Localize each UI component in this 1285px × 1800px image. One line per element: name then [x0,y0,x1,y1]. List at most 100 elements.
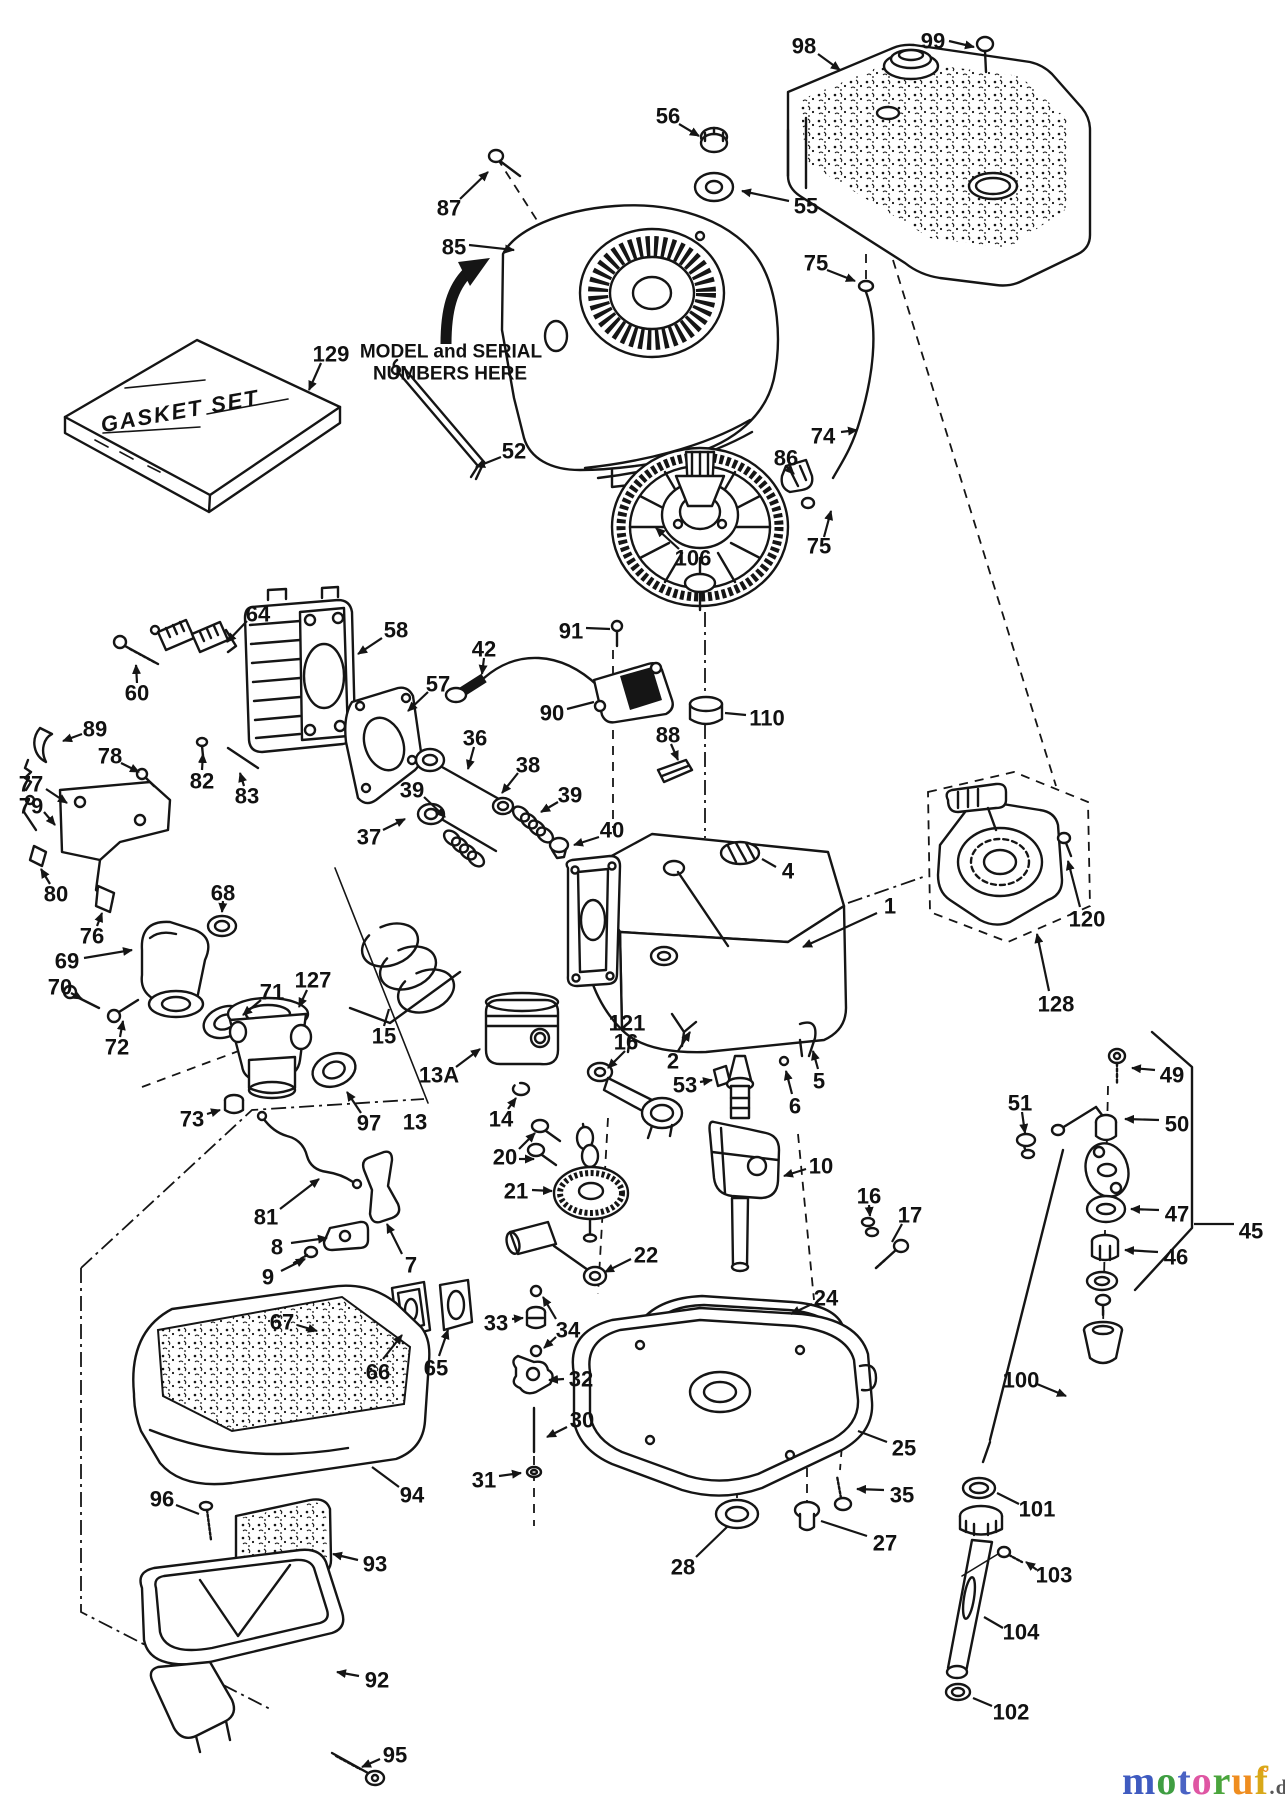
part-label-6: 6 [789,1094,801,1119]
part-label-31: 31 [472,1468,496,1493]
leader-line-24 [790,1303,813,1315]
part-label-92: 92 [365,1668,389,1693]
part-label-69: 69 [55,949,79,974]
leader-line-72 [116,1020,126,1038]
part-label-106: 106 [675,546,712,571]
part-label-46: 46 [1164,1245,1188,1270]
leader-line-42 [478,657,488,675]
leader-line-100 [1036,1382,1067,1398]
part-label-129: 129 [313,342,350,367]
leader-line-92 [336,1669,360,1679]
leader-line-81 [279,1178,320,1210]
dipstick-and-tube [944,1148,1065,1702]
flywheel [610,446,790,612]
part-label-24: 24 [814,1286,839,1311]
leader-line-5 [811,1050,820,1070]
watermark-suffix: .de [1269,1775,1285,1799]
motoruf-watermark: motoruf~.de [1122,1750,1285,1800]
leader-line-75 [822,510,834,538]
leader-line-35 [856,1484,885,1494]
leader-line-98 [817,53,841,71]
part-label-45: 45 [1239,1219,1263,1244]
watermark-letter: u [1231,1758,1255,1800]
part-label-81: 81 [254,1205,278,1230]
part-label-91: 91 [559,619,583,644]
part-label-70: 70 [48,975,72,1000]
crankshaft [708,1054,781,1273]
leader-line-14 [507,1097,517,1110]
gasket-set-box [63,338,342,514]
leader-line-10 [783,1167,807,1178]
part-label-97: 97 [357,1111,381,1136]
part-label-79: 79 [19,794,43,819]
leader-line-27 [820,1519,868,1538]
part-label-13A: 13A [419,1063,459,1088]
leader-line-94 [371,1466,400,1488]
model-serial-note-line2: NUMBERS HERE [373,364,527,385]
leader-line-50 [1124,1114,1160,1124]
leader-line-77 [45,788,68,804]
watermark-letter: o [1191,1758,1213,1800]
part-label-38: 38 [516,753,540,778]
leader-line-28 [695,1526,728,1558]
leader-line-39 [423,796,446,818]
oil-sump [571,1216,910,1532]
leader-line-110 [724,711,747,717]
part-label-66: 66 [366,1360,390,1385]
bolt-60 [112,634,160,666]
watermark-letter: t [1177,1758,1192,1800]
leader-line-90 [566,700,595,711]
part-label-8: 8 [271,1235,283,1260]
connecting-rod [586,1061,684,1140]
part-label-89: 89 [83,717,107,742]
part-label-100: 100 [1003,1368,1040,1393]
leader-line-91 [585,626,611,631]
part-label-103: 103 [1036,1563,1073,1588]
part-label-83: 83 [235,784,259,809]
nut-56 [699,126,729,154]
leader-line-30 [546,1426,568,1438]
leader-line-67 [296,1323,318,1333]
part-label-16: 16 [857,1184,881,1209]
leader-line-70 [70,990,83,1000]
leader-line-102 [972,1696,993,1708]
leader-line-64 [226,620,248,643]
leader-line-46 [1124,1246,1159,1256]
leader-line-34 [543,1336,557,1349]
part-label-57: 57 [426,672,450,697]
leader-line-56 [678,123,700,137]
air-cleaner-base [139,1548,386,1787]
leader-line-69 [83,947,133,960]
part-label-120: 120 [1069,907,1106,932]
part-label-39: 39 [400,778,424,803]
leader-line-88 [669,743,680,761]
leader-line-31 [498,1469,522,1479]
leader-line-66 [382,1334,403,1360]
part-label-78: 78 [98,744,122,769]
part-label-128: 128 [1038,992,1075,1017]
part-label-32: 32 [569,1367,593,1392]
leader-line-15 [382,1008,391,1027]
part-label-98: 98 [792,34,816,59]
part-label-30: 30 [570,1408,594,1433]
part-label-15: 15 [372,1024,396,1049]
watermark-letter: m [1122,1758,1157,1800]
part-label-47: 47 [1165,1202,1189,1227]
part-label-17: 17 [898,1203,922,1228]
leader-line-1 [802,912,878,948]
leader-line-74 [840,426,858,436]
part-label-74: 74 [811,424,836,449]
part-label-68: 68 [211,881,235,906]
leader-line-97 [346,1091,362,1114]
washer-55 [693,171,735,203]
part-label-40: 40 [600,818,624,843]
part-label-33: 33 [484,1311,508,1336]
part-label-14: 14 [489,1107,514,1132]
part-label-77: 77 [19,772,43,797]
leader-line-71 [242,999,262,1016]
part-label-7: 7 [405,1253,417,1278]
part-label-1: 1 [884,894,896,919]
fuel-cap-screw-99 [975,35,995,74]
leader-line-99 [948,39,975,50]
